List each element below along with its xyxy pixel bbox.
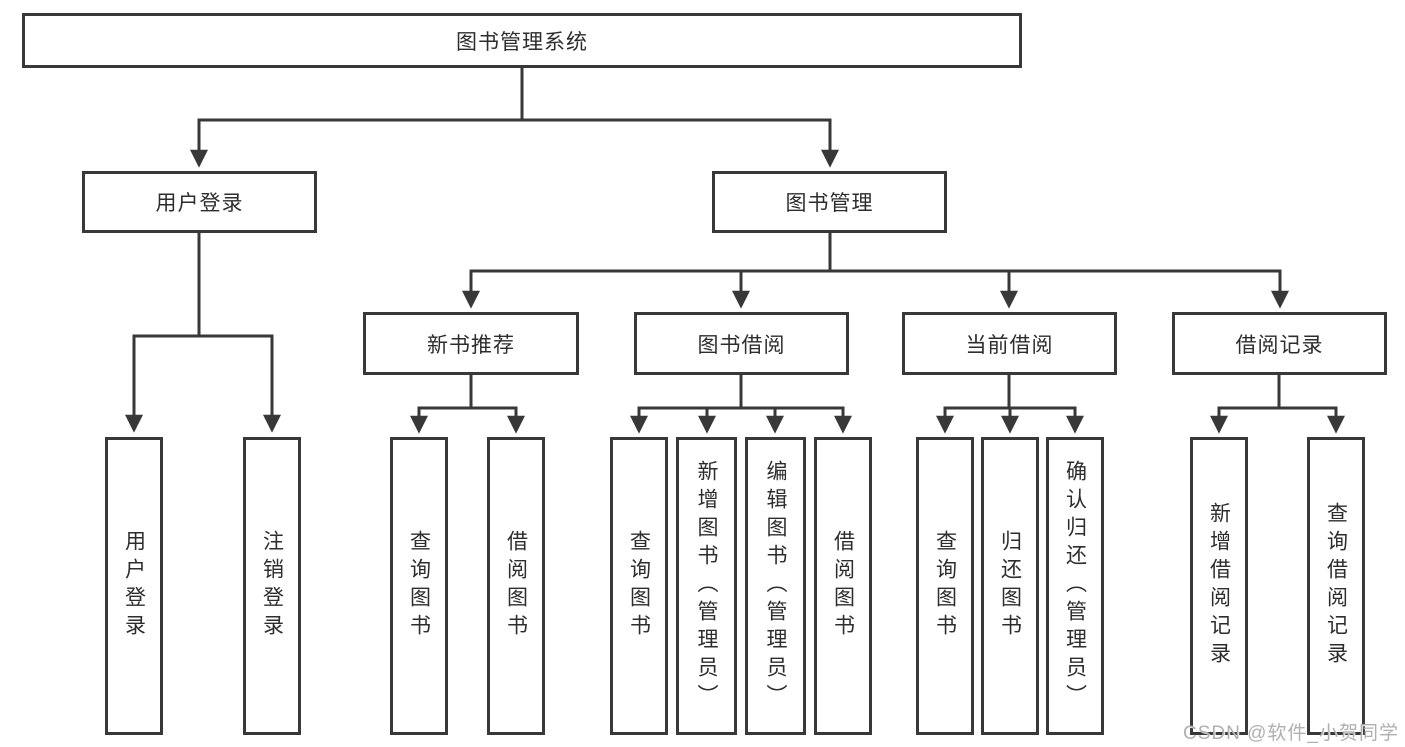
node-label: 当前借阅 xyxy=(965,333,1054,357)
leaf-logout-login: 注销登录 xyxy=(243,437,301,735)
leaf-record-add: 新增借阅记录 xyxy=(1190,437,1248,735)
node-label: 新增图书（管理员） xyxy=(695,460,719,712)
leaf-cb-query-books: 查询图书 xyxy=(916,437,974,735)
leaf-bb-borrow-books: 借阅图书 xyxy=(814,437,872,735)
node-label: 用户登录 xyxy=(155,192,244,215)
node-label: 查询借阅记录 xyxy=(1324,502,1348,670)
node-user-login: 用户登录 xyxy=(82,171,317,233)
node-new-book-recommend: 新书推荐 xyxy=(363,312,579,375)
leaf-rec-query-books: 查询图书 xyxy=(390,437,448,735)
leaf-user-login: 用户登录 xyxy=(105,437,163,735)
node-label: 图书管理 xyxy=(785,192,874,215)
node-label: 新增借阅记录 xyxy=(1207,502,1231,670)
leaf-rec-borrow-books: 借阅图书 xyxy=(487,437,545,735)
leaf-cb-confirm-return-admin: 确认归还（管理员） xyxy=(1046,437,1104,735)
leaf-bb-add-books-admin: 新增图书（管理员） xyxy=(676,437,737,735)
node-label: 注销登录 xyxy=(260,530,284,642)
node-borrow-record: 借阅记录 xyxy=(1172,312,1387,375)
node-root-library-system: 图书管理系统 xyxy=(22,13,1022,68)
node-label: 查询图书 xyxy=(627,530,651,642)
node-label: 编辑图书（管理员） xyxy=(764,460,788,712)
node-label: 图书借阅 xyxy=(697,333,786,357)
connectors xyxy=(125,68,1345,434)
node-current-borrow: 当前借阅 xyxy=(902,312,1117,375)
node-label: 确认归还（管理员） xyxy=(1063,460,1087,712)
node-book-manage: 图书管理 xyxy=(712,171,947,233)
node-label: 图书管理系统 xyxy=(456,30,588,54)
leaf-record-query: 查询借阅记录 xyxy=(1307,437,1365,735)
node-label: 归还图书 xyxy=(998,530,1022,642)
node-label: 查询图书 xyxy=(933,530,957,642)
node-label: 借阅图书 xyxy=(831,530,855,642)
csdn-watermark: CSDN @软件_小贺同学 xyxy=(1183,723,1399,744)
node-label: 用户登录 xyxy=(122,530,146,642)
node-book-borrow: 图书借阅 xyxy=(634,312,849,375)
node-label: 借阅记录 xyxy=(1235,333,1324,357)
leaf-bb-edit-books-admin: 编辑图书（管理员） xyxy=(745,437,806,735)
node-label: 新书推荐 xyxy=(427,333,515,357)
node-label: 查询图书 xyxy=(407,530,431,642)
node-label: 借阅图书 xyxy=(504,530,528,642)
leaf-cb-return-books: 归还图书 xyxy=(981,437,1039,735)
leaf-bb-query-books: 查询图书 xyxy=(610,437,668,735)
